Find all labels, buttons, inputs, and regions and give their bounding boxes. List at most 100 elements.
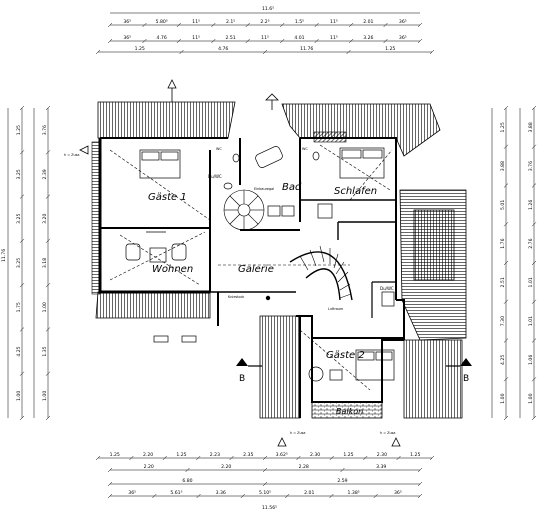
wardrobe bbox=[317, 203, 333, 219]
dimension-value: 1.06 bbox=[528, 355, 534, 365]
dimension-value: 1.25 bbox=[135, 46, 145, 52]
view-arrow-bottom bbox=[277, 437, 401, 447]
dimension-value: 1.38⁵ bbox=[348, 490, 360, 496]
dimension-value: 5.01 bbox=[500, 200, 506, 210]
dimension-value: 1.01 bbox=[528, 277, 534, 287]
dimension-value: 11⁵ bbox=[192, 35, 200, 41]
top-dimension-row-3: 1.25 4.76 11.76 1.25 bbox=[135, 46, 396, 52]
section-mark-right bbox=[446, 358, 472, 367]
left-dimension-outer: 1.253.253.253.251.754.251.00 bbox=[16, 125, 22, 401]
room-label-gaeste-1: Gäste 1 bbox=[148, 192, 187, 203]
dimension-value: 3.39 bbox=[376, 464, 386, 470]
dimension-value: 2.20 bbox=[143, 452, 153, 458]
dimension-value: 4.25 bbox=[500, 355, 506, 365]
section-label-left: B bbox=[239, 374, 245, 384]
dimension-value: 1.25 bbox=[385, 46, 395, 52]
roof-hatching bbox=[91, 101, 467, 419]
dimension-value: 1.26 bbox=[528, 200, 534, 210]
dimension-value: 11.76 bbox=[300, 46, 313, 52]
dimension-value: 5.80⁵ bbox=[156, 19, 168, 25]
label-wc-1: WC bbox=[216, 147, 222, 151]
dimension-value: 1.00 bbox=[528, 393, 534, 403]
label-einbauregal: Einbauregal bbox=[254, 187, 274, 191]
view-arrow-left bbox=[79, 145, 89, 155]
dimension-value: 3.88 bbox=[500, 161, 506, 171]
dimension-value: 4.76 bbox=[218, 46, 228, 52]
level-mark-top-left: h = Zusa bbox=[64, 153, 79, 157]
table-bottom-1 bbox=[153, 335, 169, 343]
label-du-wc-2: Du/WC bbox=[380, 286, 394, 291]
dimension-value: 2.30 bbox=[377, 452, 387, 458]
coffee-table bbox=[149, 247, 167, 263]
dimension-value: 5.10⁵ bbox=[259, 490, 271, 496]
toilet-2 bbox=[312, 151, 320, 161]
dimension-value: 2.1⁵ bbox=[226, 19, 235, 25]
left-dimensions bbox=[7, 105, 51, 421]
dimension-value: 1.00 bbox=[500, 393, 506, 403]
label-luftraum: Luftraum bbox=[328, 307, 344, 311]
label-wc-2: WC bbox=[302, 147, 308, 151]
dimension-value: 36⁵ bbox=[399, 35, 407, 41]
room-label-balkon: Balkon bbox=[336, 407, 363, 416]
dimension-value: 2.76 bbox=[528, 238, 534, 248]
dimension-value: 3.88 bbox=[528, 122, 534, 132]
dimension-value: 3.25 bbox=[16, 169, 22, 179]
dimension-value: 1.00 bbox=[16, 391, 22, 401]
dimension-value: 1.25 bbox=[343, 452, 353, 458]
level-mark-bottom-right: h = Zusa bbox=[380, 431, 395, 435]
room-label-schlafen: Schlafen bbox=[334, 186, 377, 197]
section-label-right: B bbox=[463, 374, 469, 384]
section-mark-left bbox=[236, 358, 262, 367]
bed-schlafen bbox=[339, 147, 385, 179]
dimension-value: 1.25 bbox=[500, 122, 506, 132]
dimension-value: 3.76 bbox=[528, 161, 534, 171]
room-label-wohnen: Wohnen bbox=[152, 264, 193, 275]
dimension-value: 11⁵ bbox=[330, 19, 338, 25]
dimension-value: 36⁵ bbox=[399, 19, 407, 25]
dimension-value: 1.5⁵ bbox=[295, 19, 304, 25]
top-dimensions bbox=[95, 12, 435, 55]
dimension-value: 5.61⁵ bbox=[170, 490, 182, 496]
dimension-value: 1.25 bbox=[16, 125, 22, 135]
dimension-value: 2.20 bbox=[221, 464, 231, 470]
dimension-value: 1.25 bbox=[110, 452, 120, 458]
dimension-value: 3.62⁵ bbox=[276, 452, 288, 458]
bed-gaeste-2 bbox=[355, 349, 395, 381]
armchair-1 bbox=[125, 243, 141, 261]
dimension-value: 11⁵ bbox=[192, 19, 200, 25]
dimension-value: 1.76 bbox=[500, 238, 506, 248]
dimension-value: 7.30 bbox=[500, 316, 506, 326]
dimension-value: 1.25 bbox=[410, 452, 420, 458]
dimension-value: 3.20 bbox=[42, 214, 48, 224]
dimension-value: 36⁵ bbox=[123, 35, 131, 41]
right-dimension-inner: 3.883.761.262.761.011.011.061.00 bbox=[528, 122, 534, 404]
dimension-value: 4.76 bbox=[157, 35, 167, 41]
room-label-bad: Bad bbox=[282, 182, 302, 193]
left-overall-dimension: 11.76 bbox=[1, 249, 7, 262]
dimension-value: 1.35 bbox=[42, 346, 48, 356]
dimension-value: 3.25 bbox=[16, 214, 22, 224]
dimension-value: 11⁵ bbox=[330, 35, 338, 41]
dimension-value: 3.26 bbox=[363, 35, 373, 41]
dimension-value: 2.01 bbox=[304, 490, 314, 496]
dimension-value: 11⁵ bbox=[261, 35, 269, 41]
dimension-value: 1.25 bbox=[176, 452, 186, 458]
washbasin bbox=[267, 205, 281, 217]
roof-edge-lines bbox=[109, 144, 393, 391]
dimension-value: 2.30 bbox=[310, 452, 320, 458]
dimension-value: 2.59 bbox=[337, 478, 347, 484]
spiral-staircase bbox=[223, 189, 265, 231]
dimension-value: 2.39 bbox=[42, 169, 48, 179]
view-arrow-top-1 bbox=[167, 79, 177, 102]
dimension-value: 2.28 bbox=[299, 464, 309, 470]
dimension-value: 36⁵ bbox=[123, 19, 131, 25]
dimension-value: 4.01 bbox=[294, 35, 304, 41]
dimension-value: 2.35 bbox=[243, 452, 253, 458]
toilet-1 bbox=[232, 153, 240, 163]
room-label-gaeste-2: Gäste 2 bbox=[326, 350, 365, 361]
